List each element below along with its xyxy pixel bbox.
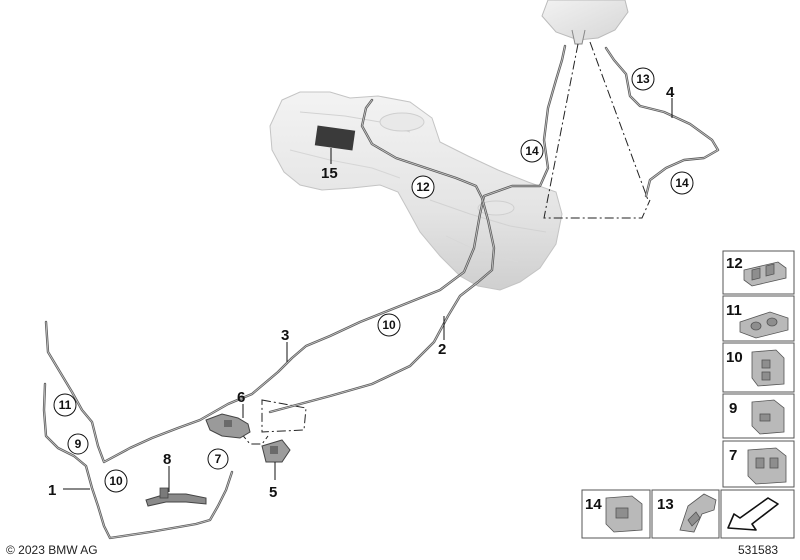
callout-14-right: 14	[670, 171, 694, 195]
pipe-2	[268, 98, 496, 414]
callout-11: 11	[53, 393, 77, 417]
callout-10-upper: 10	[377, 313, 401, 337]
parts-panel: 12 11 10 9 7	[581, 250, 795, 539]
callout-14-left: 14	[520, 139, 544, 163]
label-1: 1	[48, 482, 56, 499]
part-5-connector	[261, 439, 291, 463]
image-number: 531583	[738, 543, 778, 557]
label-4: 4	[666, 84, 675, 101]
label-8: 8	[163, 451, 171, 468]
svg-text:13: 13	[636, 72, 650, 86]
callout-13: 13	[631, 67, 655, 91]
svg-text:10: 10	[382, 318, 396, 332]
part-8-holder	[145, 487, 207, 507]
svg-text:9: 9	[75, 437, 82, 451]
svg-text:12: 12	[726, 255, 743, 272]
canister	[541, 0, 629, 45]
callout-10-lower: 10	[104, 469, 128, 493]
label-3: 3	[281, 327, 289, 344]
pipe-1	[42, 382, 234, 540]
panel-cell-10: 10	[722, 342, 795, 393]
panel-cell-9: 9	[722, 393, 795, 439]
svg-text:9: 9	[729, 400, 737, 417]
svg-text:10: 10	[109, 474, 123, 488]
svg-text:12: 12	[416, 180, 430, 194]
panel-cell-11: 11	[722, 295, 795, 342]
callout-7: 7	[207, 448, 229, 470]
label-5: 5	[269, 484, 277, 501]
navigation-arrow-icon	[727, 497, 779, 531]
pipe-3	[44, 44, 567, 464]
part-6-bracket	[205, 413, 251, 439]
label-15: 15	[321, 165, 338, 182]
panel-cell-14: 14	[581, 489, 651, 539]
svg-text:14: 14	[585, 496, 602, 513]
svg-text:14: 14	[675, 176, 689, 190]
label-2: 2	[438, 341, 446, 358]
copyright-text: © 2023 BMW AG	[6, 543, 98, 557]
leader-lines	[63, 98, 673, 492]
callout-12: 12	[411, 175, 435, 199]
svg-text:14: 14	[525, 144, 539, 158]
panel-cell-7: 7	[722, 440, 795, 488]
svg-text:7: 7	[729, 447, 737, 464]
pipe-4	[604, 46, 720, 198]
panel-cell-arrow	[720, 489, 795, 539]
svg-text:7: 7	[215, 452, 222, 466]
svg-text:11: 11	[726, 302, 742, 319]
svg-text:13: 13	[657, 496, 674, 513]
svg-text:11: 11	[59, 398, 72, 412]
label-6: 6	[237, 389, 245, 406]
callout-9: 9	[67, 433, 89, 455]
panel-cell-13: 13	[651, 489, 720, 539]
svg-text:10: 10	[726, 349, 743, 366]
part-15-foam-pad	[314, 125, 356, 151]
panel-cell-12: 12	[722, 250, 795, 295]
